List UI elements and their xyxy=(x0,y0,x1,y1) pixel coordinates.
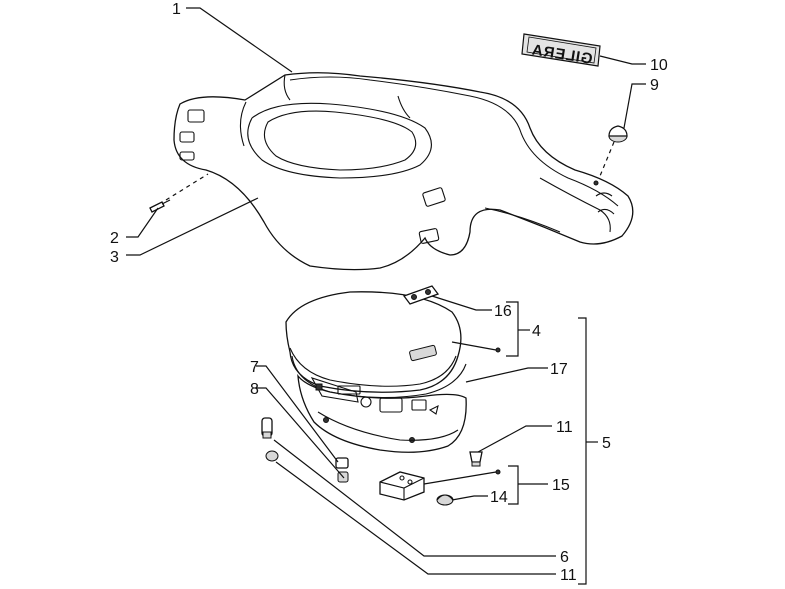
bulb-socket xyxy=(335,457,349,483)
label-part-9: 9 xyxy=(650,77,659,94)
plug-cap xyxy=(608,125,628,143)
label-part-17: 17 xyxy=(550,361,568,378)
label-part-1: 1 xyxy=(172,1,181,18)
indicator-bulb xyxy=(469,451,483,467)
instrument-cover xyxy=(285,291,462,393)
retaining-clip xyxy=(402,285,440,305)
part-number-labels: 1 2 3 4 5 6 7 8 9 10 11 11 14 15 16 17 xyxy=(110,1,668,584)
rubber-cap-left xyxy=(265,450,279,462)
label-part-2: 2 xyxy=(110,230,119,247)
label-part-11-bottom: 11 xyxy=(560,567,577,584)
label-part-4: 4 xyxy=(532,323,541,340)
label-part-15: 15 xyxy=(552,477,570,494)
gilera-emblem: GILERA xyxy=(521,33,601,68)
label-part-16: 16 xyxy=(494,303,512,320)
connector-block xyxy=(379,471,425,501)
label-part-10: 10 xyxy=(650,57,668,74)
label-part-3: 3 xyxy=(110,249,119,266)
leader-lines xyxy=(126,7,646,585)
label-part-7: 7 xyxy=(250,359,259,376)
instrument-body xyxy=(297,373,467,453)
rubber-plug-14 xyxy=(436,494,454,506)
screw xyxy=(149,199,171,213)
label-part-6: 6 xyxy=(560,549,569,566)
label-part-5: 5 xyxy=(602,435,611,452)
label-part-14: 14 xyxy=(490,489,508,506)
label-part-11-right: 11 xyxy=(556,419,573,436)
label-part-8: 8 xyxy=(250,381,259,398)
handlebar-rear-cover xyxy=(173,72,634,271)
bulb-holder-left xyxy=(261,417,273,439)
